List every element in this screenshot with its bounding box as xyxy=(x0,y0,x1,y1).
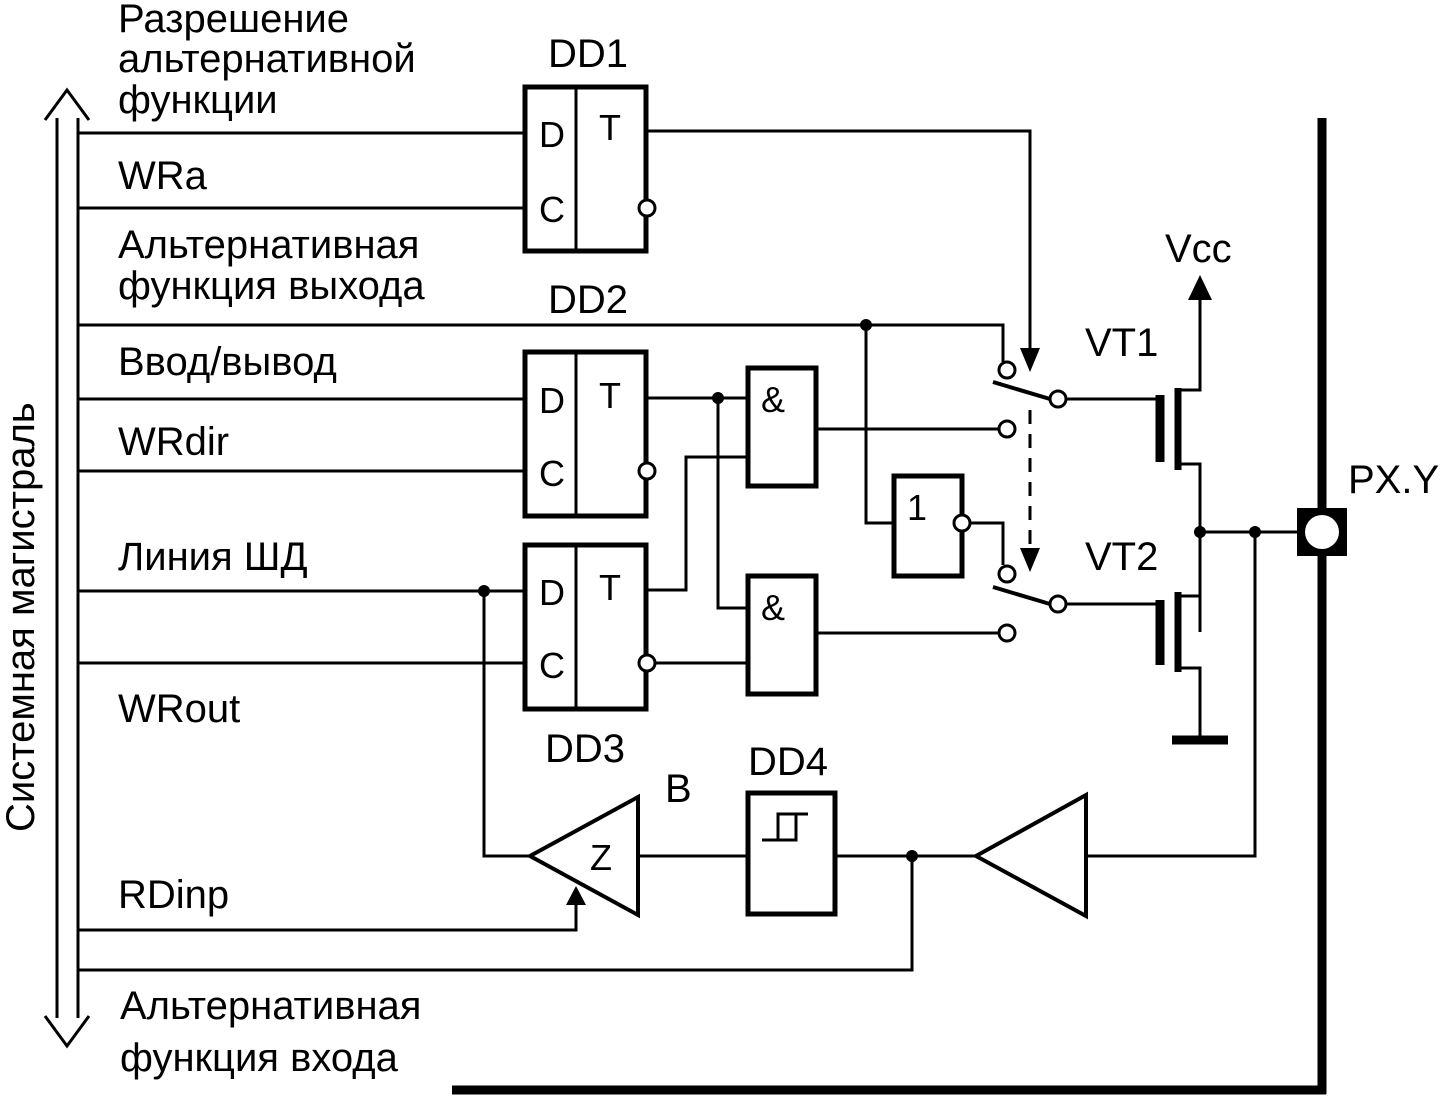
dd4-schmitt-trigger xyxy=(745,790,838,917)
io-label: Ввод/вывод xyxy=(118,340,337,384)
pin-label: PX.Y xyxy=(1348,458,1439,502)
junction-dot xyxy=(860,319,872,331)
dd1-t-pin: T xyxy=(599,107,621,148)
rdinp-label: RDinp xyxy=(118,873,229,917)
and-gate-2 xyxy=(745,573,819,697)
vt2-label: VT2 xyxy=(1085,535,1158,579)
transistor-vt2 xyxy=(1155,592,1228,745)
junction-dot xyxy=(712,392,724,404)
alt-enable-label-2: альтернативной xyxy=(118,37,416,81)
transistor-vt1 xyxy=(1155,275,1212,632)
system-bus xyxy=(43,87,91,1049)
dd3-d-pin: D xyxy=(539,572,565,613)
vt1-label: VT1 xyxy=(1085,321,1158,365)
dd3-flipflop xyxy=(522,542,657,712)
bus-label: Системная магистраль xyxy=(0,402,43,832)
switch1-actuator-arrow xyxy=(1020,348,1040,372)
alt-enable-label-3: функции xyxy=(118,78,278,122)
pin-pxy xyxy=(452,118,1347,1095)
dd3-label: DD3 xyxy=(545,727,625,771)
tristate-output-wire xyxy=(482,591,530,858)
tristate-symbol: Z xyxy=(590,837,612,878)
wrout-label: WRout xyxy=(118,687,240,731)
switch-1 xyxy=(992,360,1160,439)
dd3-c-pin: C xyxy=(539,645,565,686)
alt-enable-label-1: Разрешение xyxy=(118,0,349,41)
vcc-label: Vcc xyxy=(1165,227,1232,271)
wrdir-label: WRdir xyxy=(118,420,229,464)
dd2-d-pin: D xyxy=(539,380,565,421)
junction-dot xyxy=(906,850,918,862)
alt-out-label-1: Альтернативная xyxy=(118,223,419,267)
inverter-gate xyxy=(891,473,972,579)
logic-wires xyxy=(646,325,1005,665)
junction-dot xyxy=(1194,526,1206,538)
dd1-label: DD1 xyxy=(548,32,628,76)
switch2-actuator-arrow xyxy=(1020,548,1040,572)
switch-2 xyxy=(992,564,1160,643)
data-line-label: Линия ШД xyxy=(118,535,308,579)
and-gate-1 xyxy=(745,365,819,489)
dd1-output-wire xyxy=(646,129,1032,355)
and-gate-2-symbol: & xyxy=(761,587,785,628)
input-buffer-wire xyxy=(1086,532,1257,858)
bus-wires xyxy=(78,131,1005,972)
alt-in-label-1: Альтернативная xyxy=(120,984,421,1028)
dd1-d-pin: D xyxy=(539,114,565,155)
and-gate-1-symbol: & xyxy=(761,379,785,420)
dd2-flipflop xyxy=(522,349,657,519)
dd2-label: DD2 xyxy=(548,278,628,322)
inverter-symbol: 1 xyxy=(907,487,927,528)
b-label: B xyxy=(665,767,692,811)
wra-label: WRa xyxy=(118,154,208,198)
alt-in-label-2: функция входа xyxy=(120,1036,399,1080)
dd4-label: DD4 xyxy=(748,740,828,784)
dd2-c-pin: C xyxy=(539,453,565,494)
alt-out-label-2: функция выхода xyxy=(118,264,425,308)
junction-dot xyxy=(478,585,490,597)
input-buffer xyxy=(971,791,1088,920)
dd3-t-pin: T xyxy=(599,567,621,608)
dd2-t-pin: T xyxy=(599,375,621,416)
dd1-flipflop xyxy=(522,84,657,254)
tristate-buffer xyxy=(525,793,640,919)
dd1-c-pin: C xyxy=(539,189,565,230)
